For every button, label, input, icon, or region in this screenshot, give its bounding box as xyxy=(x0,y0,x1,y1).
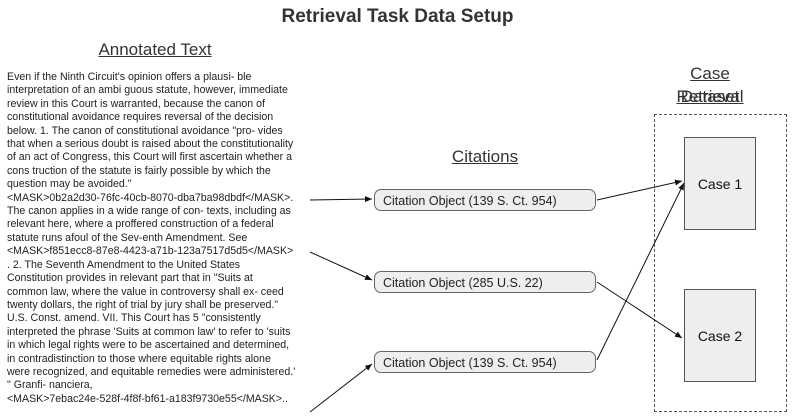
annotated-text-line: in which legal rights were to be ascerta… xyxy=(7,339,290,352)
annotated-text-line: in contradistinction to those where equi… xyxy=(7,352,271,365)
dataset-container xyxy=(654,114,787,412)
annotated-text-line: statute runs afoul of the Sev-enth Amend… xyxy=(7,231,248,244)
annotated-text-line: interpretation of an ambi guous statute,… xyxy=(7,84,288,97)
citation-object-3: Citation Object (139 S. Ct. 954) xyxy=(374,351,596,373)
diagram-title: Retrieval Task Data Setup xyxy=(281,6,514,27)
annotated-text-line: " Granfi- nanciera, xyxy=(7,379,93,392)
annotated-text-line: of an act of Congress, this Court will f… xyxy=(7,151,292,164)
arrow-citation3-to-case1 xyxy=(596,182,685,361)
annotated-text-line: that when a serious doubt is raised abou… xyxy=(7,138,294,151)
case-1: Case 1 xyxy=(684,137,756,230)
dataset-heading-line1: Case Retrieval xyxy=(676,64,744,106)
annotated-text-line: The canon applies in a wide range of con… xyxy=(7,205,291,218)
arrow-mask1-to-citation1 xyxy=(309,196,373,203)
annotated-text-line: constitutional avoidance requires revers… xyxy=(7,111,274,124)
case-2: Case 2 xyxy=(684,289,756,382)
annotated-text-line: below. 1. The canon of constitutional av… xyxy=(7,124,283,137)
annotated-text-line: review in this Court is warranted, becau… xyxy=(7,97,265,110)
citation-object-2: Citation Object (285 U.S. 22) xyxy=(374,271,596,293)
annotated-text-line: cons truction of the statute is fairly p… xyxy=(7,164,271,177)
annotated-text-line: U.S. Const. amend. VII. This Court has 5… xyxy=(7,312,261,325)
annotated-text-line: question may be avoided." xyxy=(7,178,132,191)
arrow-mask3-to-citation3 xyxy=(309,363,373,413)
annotated-text-body: Even if the Ninth Circuit's opinion offe… xyxy=(7,71,327,406)
annotated-text-line: relevant here, where a proffered constru… xyxy=(7,218,274,231)
annotated-text-line: common law, where the value in controver… xyxy=(7,285,284,298)
annotated-text-line: <MASK>7ebac24e-528f-4f8f-bf61-a183f9730e… xyxy=(7,392,288,405)
annotated-text-line: <MASK>0b2a2d30-76fc-40cb-8070-dba7ba98db… xyxy=(7,191,294,204)
annotated-text-line: interpreted the phrase 'Suits at common … xyxy=(7,325,291,338)
arrow-mask2-to-citation2 xyxy=(309,251,373,281)
dataset-heading-line2: Dataset xyxy=(680,87,740,106)
annotated-text-heading: Annotated Text xyxy=(98,40,212,59)
arrow-citation2-to-case2 xyxy=(596,281,683,339)
annotated-text-line: <MASK>f851ecc8-87e8-4423-a71b-123a7517d5… xyxy=(7,245,294,258)
citation-object-1: Citation Object (139 S. Ct. 954) xyxy=(374,189,596,211)
annotated-text-line: Constitution provides in relevant part t… xyxy=(7,272,253,285)
annotated-text-line: . 2. The Seventh Amendment to the United… xyxy=(7,258,241,271)
annotated-text-line: Even if the Ninth Circuit's opinion offe… xyxy=(7,71,252,83)
citations-heading: Citations xyxy=(451,147,519,166)
annotated-text-line: were recognized, and equitable remedies … xyxy=(7,365,296,378)
annotated-text-line: twenty dollars, the right of trial by ju… xyxy=(7,298,279,311)
arrow-citation1-to-case1 xyxy=(596,179,683,201)
